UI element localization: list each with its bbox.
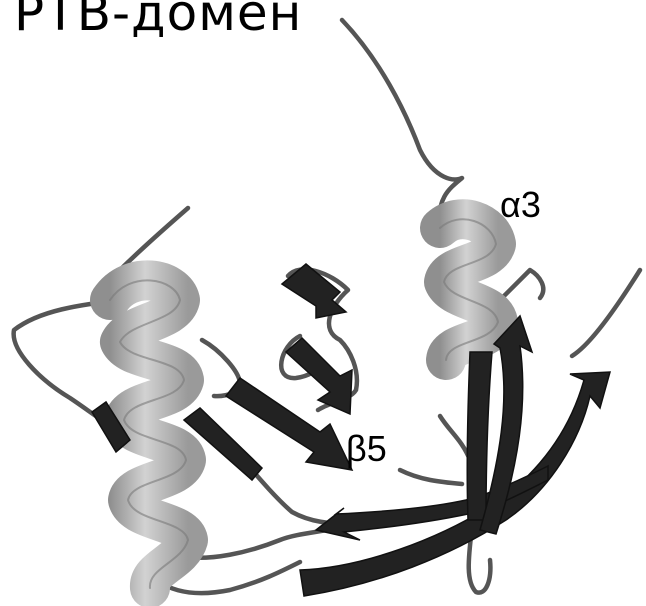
domain-title: PTB-домен bbox=[14, 0, 302, 42]
loop-mid-right bbox=[400, 470, 462, 484]
loop-right-c-terminus bbox=[572, 270, 640, 356]
helix-alpha3 bbox=[440, 219, 498, 360]
helix-alpha3-label: α3 bbox=[500, 184, 541, 226]
loop-inner-right bbox=[440, 416, 470, 460]
loop-n-terminus bbox=[342, 20, 462, 228]
strand-beta5-label: β5 bbox=[346, 428, 387, 470]
